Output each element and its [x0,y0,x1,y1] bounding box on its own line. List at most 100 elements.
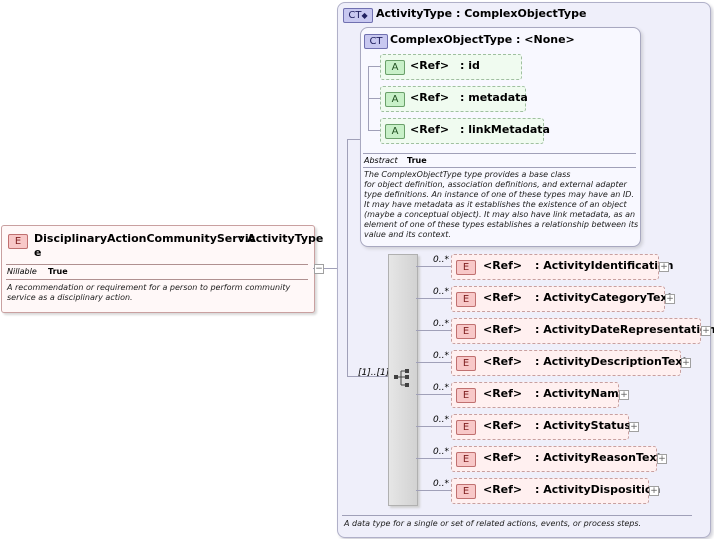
sequence-icon [394,369,409,387]
attribute-link-metadata[interactable]: A <Ref> : linkMetadata [380,118,550,144]
child-element-box[interactable]: E <Ref> : ActivityStatus [451,414,631,440]
connector-line [416,394,452,395]
child-occurrence: 0..* [433,415,449,425]
attribute-id[interactable]: A <Ref> : id [380,54,522,80]
nillable-value: True [48,267,68,276]
child-element-box[interactable]: E <Ref> : ActivityDisposition [451,478,660,504]
base-type-badge: CT [364,34,388,49]
child-element-box[interactable]: E <Ref> : ActivityDateRepresentation [451,318,714,344]
element-badge: E [456,324,476,339]
child-element-box[interactable]: E<Ref>: ActivityReasonText [451,446,662,472]
element-badge: E [456,260,476,275]
child-ref: <Ref> [483,355,523,368]
element-box[interactable]: E DisciplinaryActionCommunityServic : Ac… [1,225,323,313]
element-badge: E [456,292,476,307]
description-line: (maybe a conceptual object). It may also… [364,210,636,219]
child-element-box[interactable]: E <Ref> : ActivityCategoryText [451,286,673,312]
sequence-occurrence: [1]..[1] [358,368,390,378]
child-ref: <Ref> [483,387,523,400]
element-badge: E [456,420,476,435]
expand-toggle[interactable]: + [701,326,711,336]
connector-line [368,130,381,131]
connector-line [416,298,452,299]
base-type-title: ComplexObjectType : <None> [390,33,575,46]
attribute-metadata[interactable]: A <Ref> : metadata [380,86,528,112]
connector-line [347,376,388,377]
child-occurrence: 0..* [433,319,449,329]
connector-line [324,268,338,269]
expand-toggle[interactable]: + [649,486,659,496]
attribute-name: : metadata [460,91,528,104]
abstract-label: Abstract [364,156,398,165]
expand-toggle[interactable]: + [629,422,639,432]
child-occurrence: 0..* [433,383,449,393]
description-line: It may have metadata as it establishes t… [364,200,627,209]
divider [363,153,636,154]
child-ref: <Ref> [483,419,523,432]
expand-toggle[interactable]: + [657,454,667,464]
description-line: type definitions. An instance of one of … [364,190,634,199]
description-line: for object definition, association defin… [364,180,627,189]
child-name: : ActivityDateRepresentation [535,323,714,336]
child-occurrence: 0..* [433,351,449,361]
description-line: element of one of these types establishe… [364,220,639,229]
expand-toggle[interactable]: + [619,390,629,400]
element-description-line: service as a disciplinary action. [7,293,133,302]
element-name: DisciplinaryActionCommunityServic [34,232,256,245]
connector-line [416,458,452,459]
collapse-toggle[interactable]: − [314,264,324,274]
divider [342,515,692,516]
connector-line [368,98,381,99]
attribute-ref: <Ref> [410,91,450,104]
child-name: : ActivityCategoryText [535,291,673,304]
element-description-line: A recommendation or requirement for a pe… [7,283,291,292]
connector-line [347,139,348,376]
expand-toggle[interactable]: + [665,294,675,304]
attribute-ref: <Ref> [410,123,450,136]
child-occurrence: 0..* [433,255,449,265]
child-name: : ActivityIdentification [535,259,674,272]
child-occurrence: 0..* [433,479,449,489]
child-ref: <Ref> [483,291,523,304]
child-element-box[interactable]: E<Ref>: ActivityDescriptionText [451,350,688,376]
child-ref: <Ref> [483,451,523,464]
complex-type-badge: CT◆ [343,8,373,23]
child-ref: <Ref> [483,259,523,272]
divider [6,264,308,265]
description-line: The ComplexObjectType type provides a ba… [364,170,571,179]
child-ref: <Ref> [483,323,523,336]
description-line: value and its context. [364,230,451,239]
divider [363,167,636,168]
connector-line [416,362,452,363]
complex-type-title: ActivityType : ComplexObjectType [376,7,587,20]
nillable-label: Nillable [7,267,37,276]
attribute-ref: <Ref> [410,59,450,72]
attribute-badge: A [385,60,405,75]
child-element-box[interactable]: E <Ref> : ActivityName [451,382,626,408]
connector-line [416,490,452,491]
child-name: : ActivityStatus [535,419,631,432]
divider [6,279,308,280]
attribute-badge: A [385,124,405,139]
base-type-description: The ComplexObjectType type provides a ba… [364,170,638,240]
element-badge: E [456,484,476,499]
connector-line [416,330,452,331]
sequence-compositor[interactable] [388,254,418,506]
complex-type-description: A data type for a single or set of relat… [344,519,642,528]
child-name: : ActivityDisposition [535,483,661,496]
child-occurrence: 0..* [433,287,449,297]
attribute-name: : linkMetadata [460,123,550,136]
child-element-box[interactable]: E <Ref> : ActivityIdentification [451,254,673,280]
expand-toggle[interactable]: + [681,358,691,368]
child-occurrence: 0..* [433,447,449,457]
child-name: : ActivityName [535,387,627,400]
child-ref: <Ref> [483,483,523,496]
element-badge: E [456,356,476,371]
element-badge: E [8,234,28,249]
element-type: : ActivityType [239,232,324,245]
connector-line [347,139,361,140]
expand-toggle[interactable]: + [659,262,669,272]
attribute-badge: A [385,92,405,107]
abstract-value: True [407,156,427,165]
element-badge: E [456,388,476,403]
